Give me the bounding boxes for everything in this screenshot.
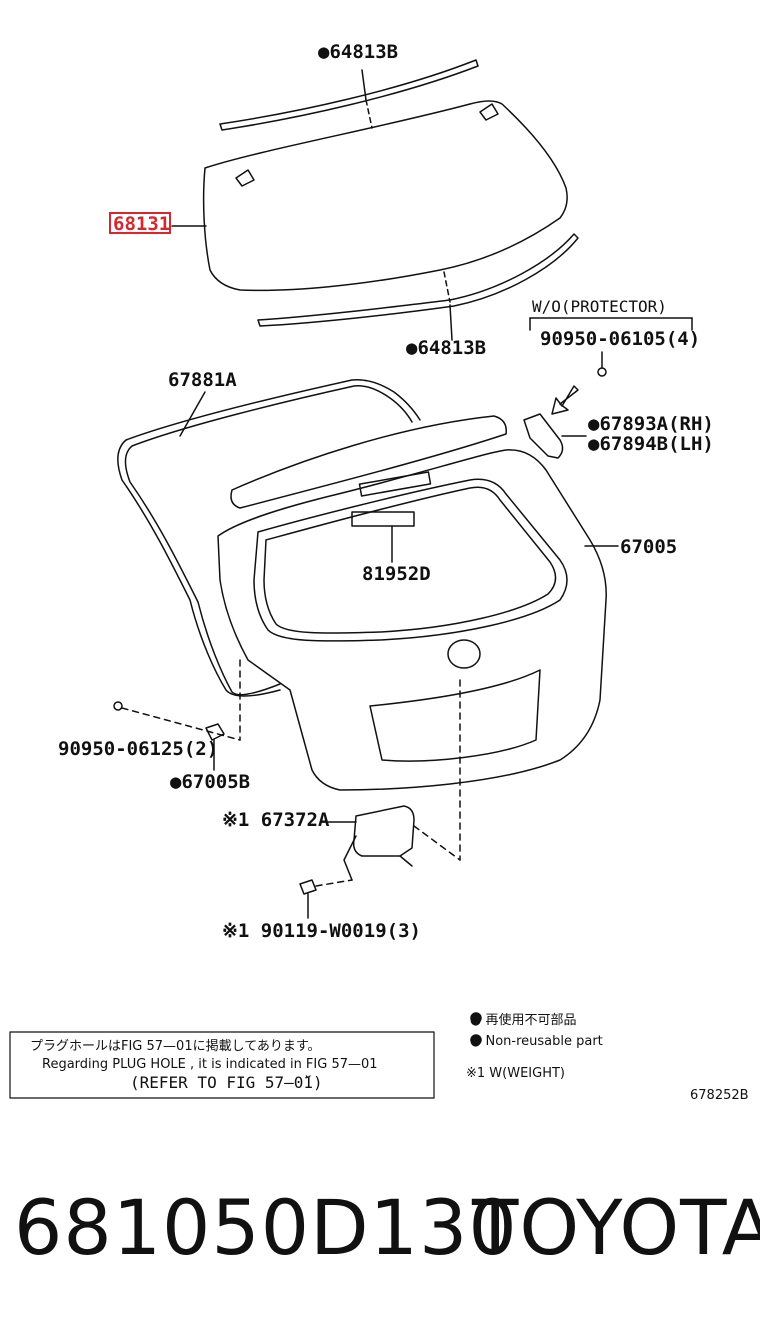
weight-body — [352, 805, 415, 857]
legend-dot-en — [470, 1034, 482, 1046]
part-number-caption: 681050D130 — [14, 1183, 518, 1272]
label-cover: 81952D — [362, 563, 431, 585]
refer-box — [9, 1031, 435, 1099]
weatherstrip-leader — [179, 391, 206, 437]
moulding-lower-dash — [443, 271, 451, 303]
legend-en: ● Non‐reusable part — [470, 1034, 603, 1049]
label-weight: ※1 67372A — [222, 809, 330, 831]
label-weatherstrip: 67881A — [168, 369, 237, 391]
legend-dot-jp — [470, 1012, 482, 1024]
clip-bracket — [523, 413, 564, 459]
weatherstrip-inner — [124, 385, 413, 696]
weight-dash — [413, 825, 461, 861]
label-clip-rh: ●67893A(RH) — [588, 413, 714, 435]
moulding-upper-leader — [361, 69, 367, 101]
weatherstrip-outer — [117, 379, 421, 697]
moulding-lower-strip — [257, 233, 579, 327]
glass-bracket-left — [235, 169, 255, 187]
legend-jp: ● 再使用不可部品 — [470, 1012, 576, 1028]
label-cushion: ●67005B — [170, 771, 250, 793]
door-window-inner — [263, 486, 557, 634]
highlight-box — [109, 212, 171, 234]
stop-lamp — [358, 471, 432, 497]
cover-plate — [351, 511, 415, 527]
label-protector-note: W/O(PROTECTOR) — [532, 297, 667, 316]
weight-foot — [399, 855, 413, 867]
bolt-body — [299, 879, 317, 895]
back-glass-outline — [202, 100, 568, 292]
glass-bracket-right — [479, 103, 499, 121]
label-screw-protector: 90950-06105(4) — [540, 328, 700, 350]
door-emblem — [447, 639, 481, 669]
door-license-recess — [369, 669, 541, 762]
side-screw-dash — [121, 707, 241, 741]
bolt-dash — [315, 879, 353, 887]
label-clip-lh: ●67894B(LH) — [588, 433, 714, 455]
label-bolt: ※1 90119-W0019(3) — [222, 920, 421, 942]
protector-screw-head — [597, 367, 607, 377]
label-moulding-lower: ●64813B — [406, 337, 486, 359]
moulding-lower-leader — [449, 304, 453, 341]
refer-line-ref: (REFER TO FIG 57–0̆1) — [130, 1073, 323, 1092]
label-glass: 68131 — [113, 213, 170, 235]
label-screw-side: 90950-06125(2) — [58, 738, 218, 760]
door-spoiler — [230, 415, 507, 509]
moulding-upper-strip — [219, 59, 479, 131]
brand-caption: TOYOTA — [472, 1183, 760, 1272]
label-moulding-upper: ●64813B — [318, 41, 398, 63]
refer-line-en: Regarding PLUG HOLE , it is indicated in… — [42, 1057, 378, 1072]
legend-weight-note: ※1 W(WEIGHT) — [466, 1066, 565, 1081]
clip-arrow — [551, 385, 579, 415]
label-door-assy: 67005 — [620, 536, 677, 558]
door-window-opening — [253, 478, 568, 642]
figure-code: 678252B — [690, 1088, 749, 1103]
door-outer-panel — [217, 449, 607, 791]
weight-arm — [343, 835, 357, 881]
moulding-upper-dash — [365, 99, 373, 129]
cushion-body — [205, 723, 225, 741]
refer-line-jp: プラグホールはFIG 57—01に掲載してあります。 — [30, 1038, 321, 1054]
side-screw-head — [113, 701, 123, 711]
